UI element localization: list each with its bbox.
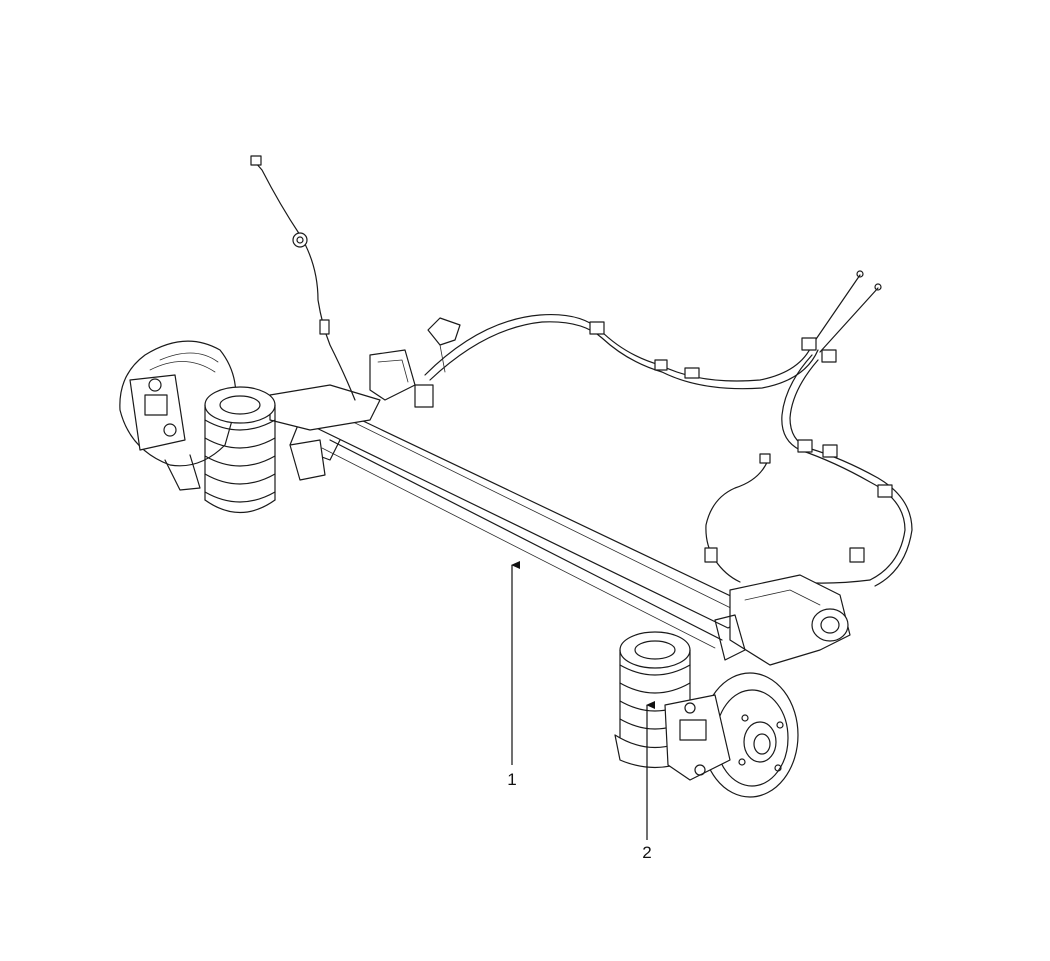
right-brake-assembly [664, 672, 799, 798]
parking-brake-cables [424, 270, 913, 591]
right-abs-sensor-cable [704, 453, 771, 583]
callout-1: 1 [507, 561, 520, 789]
right-trailing-arm [714, 574, 851, 666]
left-coil-spring [204, 386, 276, 513]
left-abs-sensor-cable [250, 155, 356, 401]
callout-2: 2 [642, 701, 655, 862]
left-trailing-arm [269, 349, 434, 481]
callout-1-label: 1 [507, 770, 516, 789]
callout-2-label: 2 [642, 843, 651, 862]
torsion-beam-axle [289, 409, 761, 649]
